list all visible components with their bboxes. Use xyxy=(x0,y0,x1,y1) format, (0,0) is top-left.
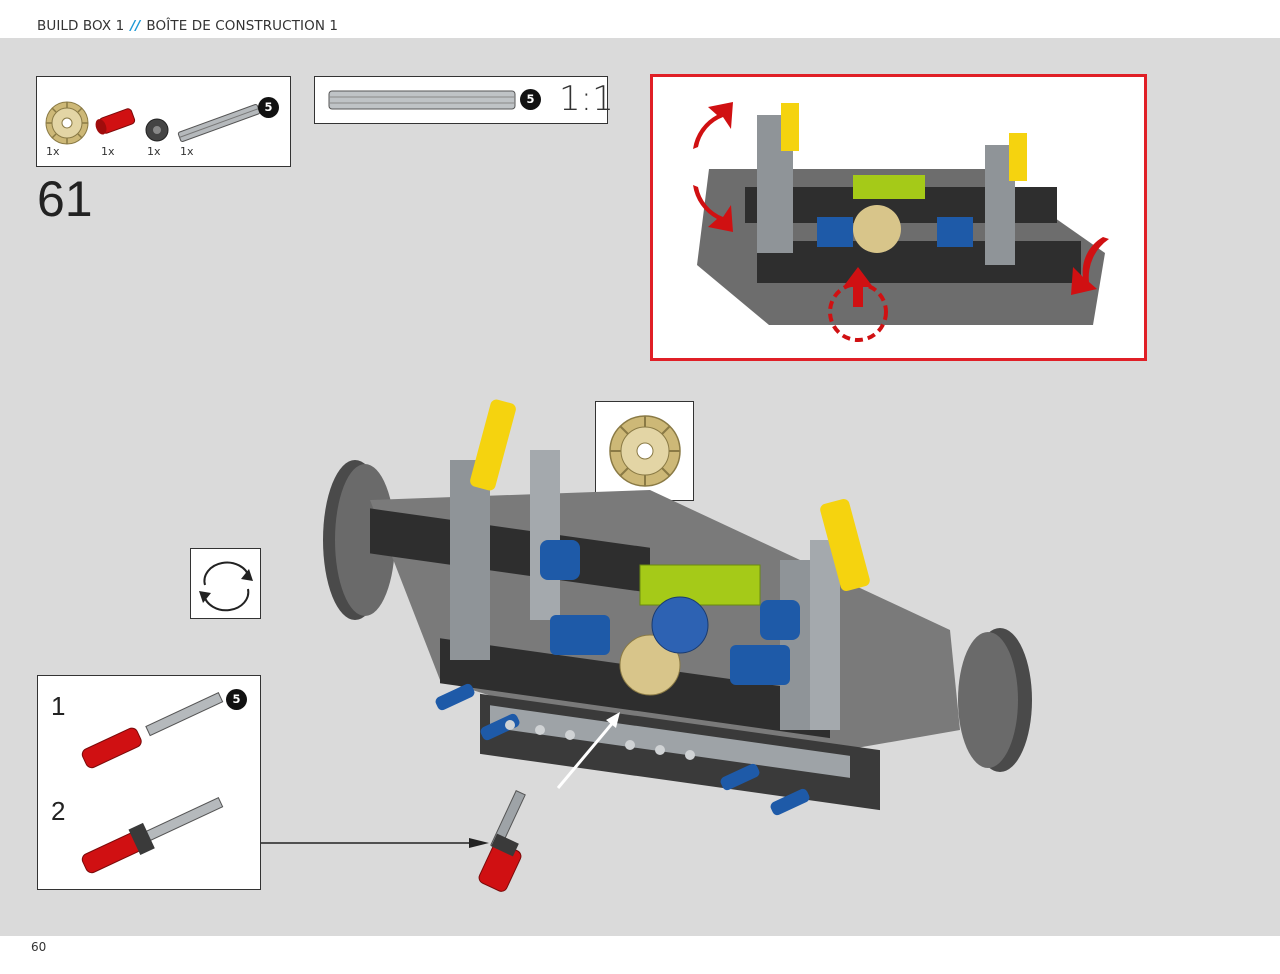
red-axle-connector-icon xyxy=(95,108,136,135)
gray-axle-5-icon xyxy=(177,104,261,142)
parts-list: 1x 1x 1x 1x 5 xyxy=(36,76,291,167)
scale-ratio: 1:1 xyxy=(559,79,614,119)
build-box-label-fr: BOÎTE DE CONSTRUCTION 1 xyxy=(146,18,339,34)
dark-gray-gear-12-tooth-icon xyxy=(145,118,169,142)
scale-check: 5 1:1 xyxy=(314,76,614,124)
substep-axle-length-badge: 5 xyxy=(226,689,247,710)
page-header: BUILD BOX 1 // BOÎTE DE CONSTRUCTION 1 xyxy=(0,0,1280,38)
axle-actual-size xyxy=(328,90,516,110)
scale-length-badge: 5 xyxy=(520,89,541,110)
gear-detail-callout xyxy=(595,401,694,501)
red-axle-assembly-inserting xyxy=(478,790,526,892)
header-title: BUILD BOX 1 // BOÎTE DE CONSTRUCTION 1 xyxy=(37,18,338,34)
subassembly-art xyxy=(81,691,224,874)
rotate-model-indicator xyxy=(190,548,261,619)
substep-number: 1 xyxy=(51,691,66,721)
tan-gear-20-tooth-icon xyxy=(45,101,89,145)
part-qty: 1x xyxy=(147,145,161,158)
part-qty: 1x xyxy=(46,145,60,158)
tan-gear-detail-icon xyxy=(609,415,681,487)
axle-with-connector-step1 xyxy=(81,691,224,769)
function-check-view xyxy=(650,74,1147,361)
chassis-function-art xyxy=(693,102,1109,342)
part-qty: 1x xyxy=(180,145,194,158)
rotate-arrows-icon xyxy=(199,561,253,612)
substep-number: 2 xyxy=(51,796,66,826)
build-box-label: BUILD BOX 1 xyxy=(37,18,125,34)
chassis-main-model xyxy=(323,399,1032,816)
part-qty: 1x xyxy=(101,145,115,158)
header-separator: // xyxy=(130,18,141,34)
subassembly-box: 1 5 2 xyxy=(37,675,261,890)
page-footer: 60 xyxy=(0,936,1280,974)
step-number: 61 xyxy=(37,171,93,227)
axle-length-badge: 5 xyxy=(258,97,279,118)
page-number: 60 xyxy=(31,940,47,954)
parts-list-art xyxy=(45,101,261,145)
axle-with-connector-gear-step2 xyxy=(81,796,224,874)
subassembly-pointer-arrow xyxy=(261,838,489,848)
